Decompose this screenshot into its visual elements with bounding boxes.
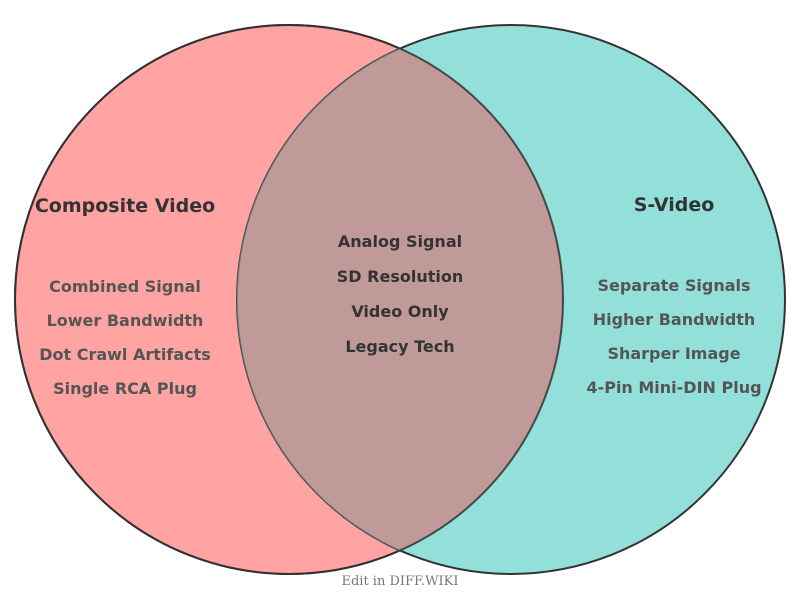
right-item: Separate Signals [597, 276, 750, 295]
right-set-title: S-Video [634, 194, 715, 216]
left-item: Combined Signal [49, 277, 201, 296]
overlap-item: Analog Signal [338, 232, 462, 251]
overlap-item: Legacy Tech [345, 337, 454, 356]
overlap-item: Video Only [351, 302, 449, 321]
overlap-item: SD Resolution [337, 267, 463, 286]
edit-link[interactable]: Edit in DIFF.WIKI [341, 574, 458, 589]
overlap-region [237, 25, 563, 574]
right-circle-outline [236, 25, 563, 574]
right-item: Sharper Image [607, 344, 740, 363]
left-item: Lower Bandwidth [47, 311, 204, 330]
left-item: Dot Crawl Artifacts [39, 345, 211, 364]
left-set-title: Composite Video [35, 195, 215, 217]
left-circle-outline [14, 24, 564, 575]
left-item: Single RCA Plug [53, 379, 197, 398]
right-item: Higher Bandwidth [593, 310, 756, 329]
right-item: 4-Pin Mini-DIN Plug [586, 378, 761, 397]
